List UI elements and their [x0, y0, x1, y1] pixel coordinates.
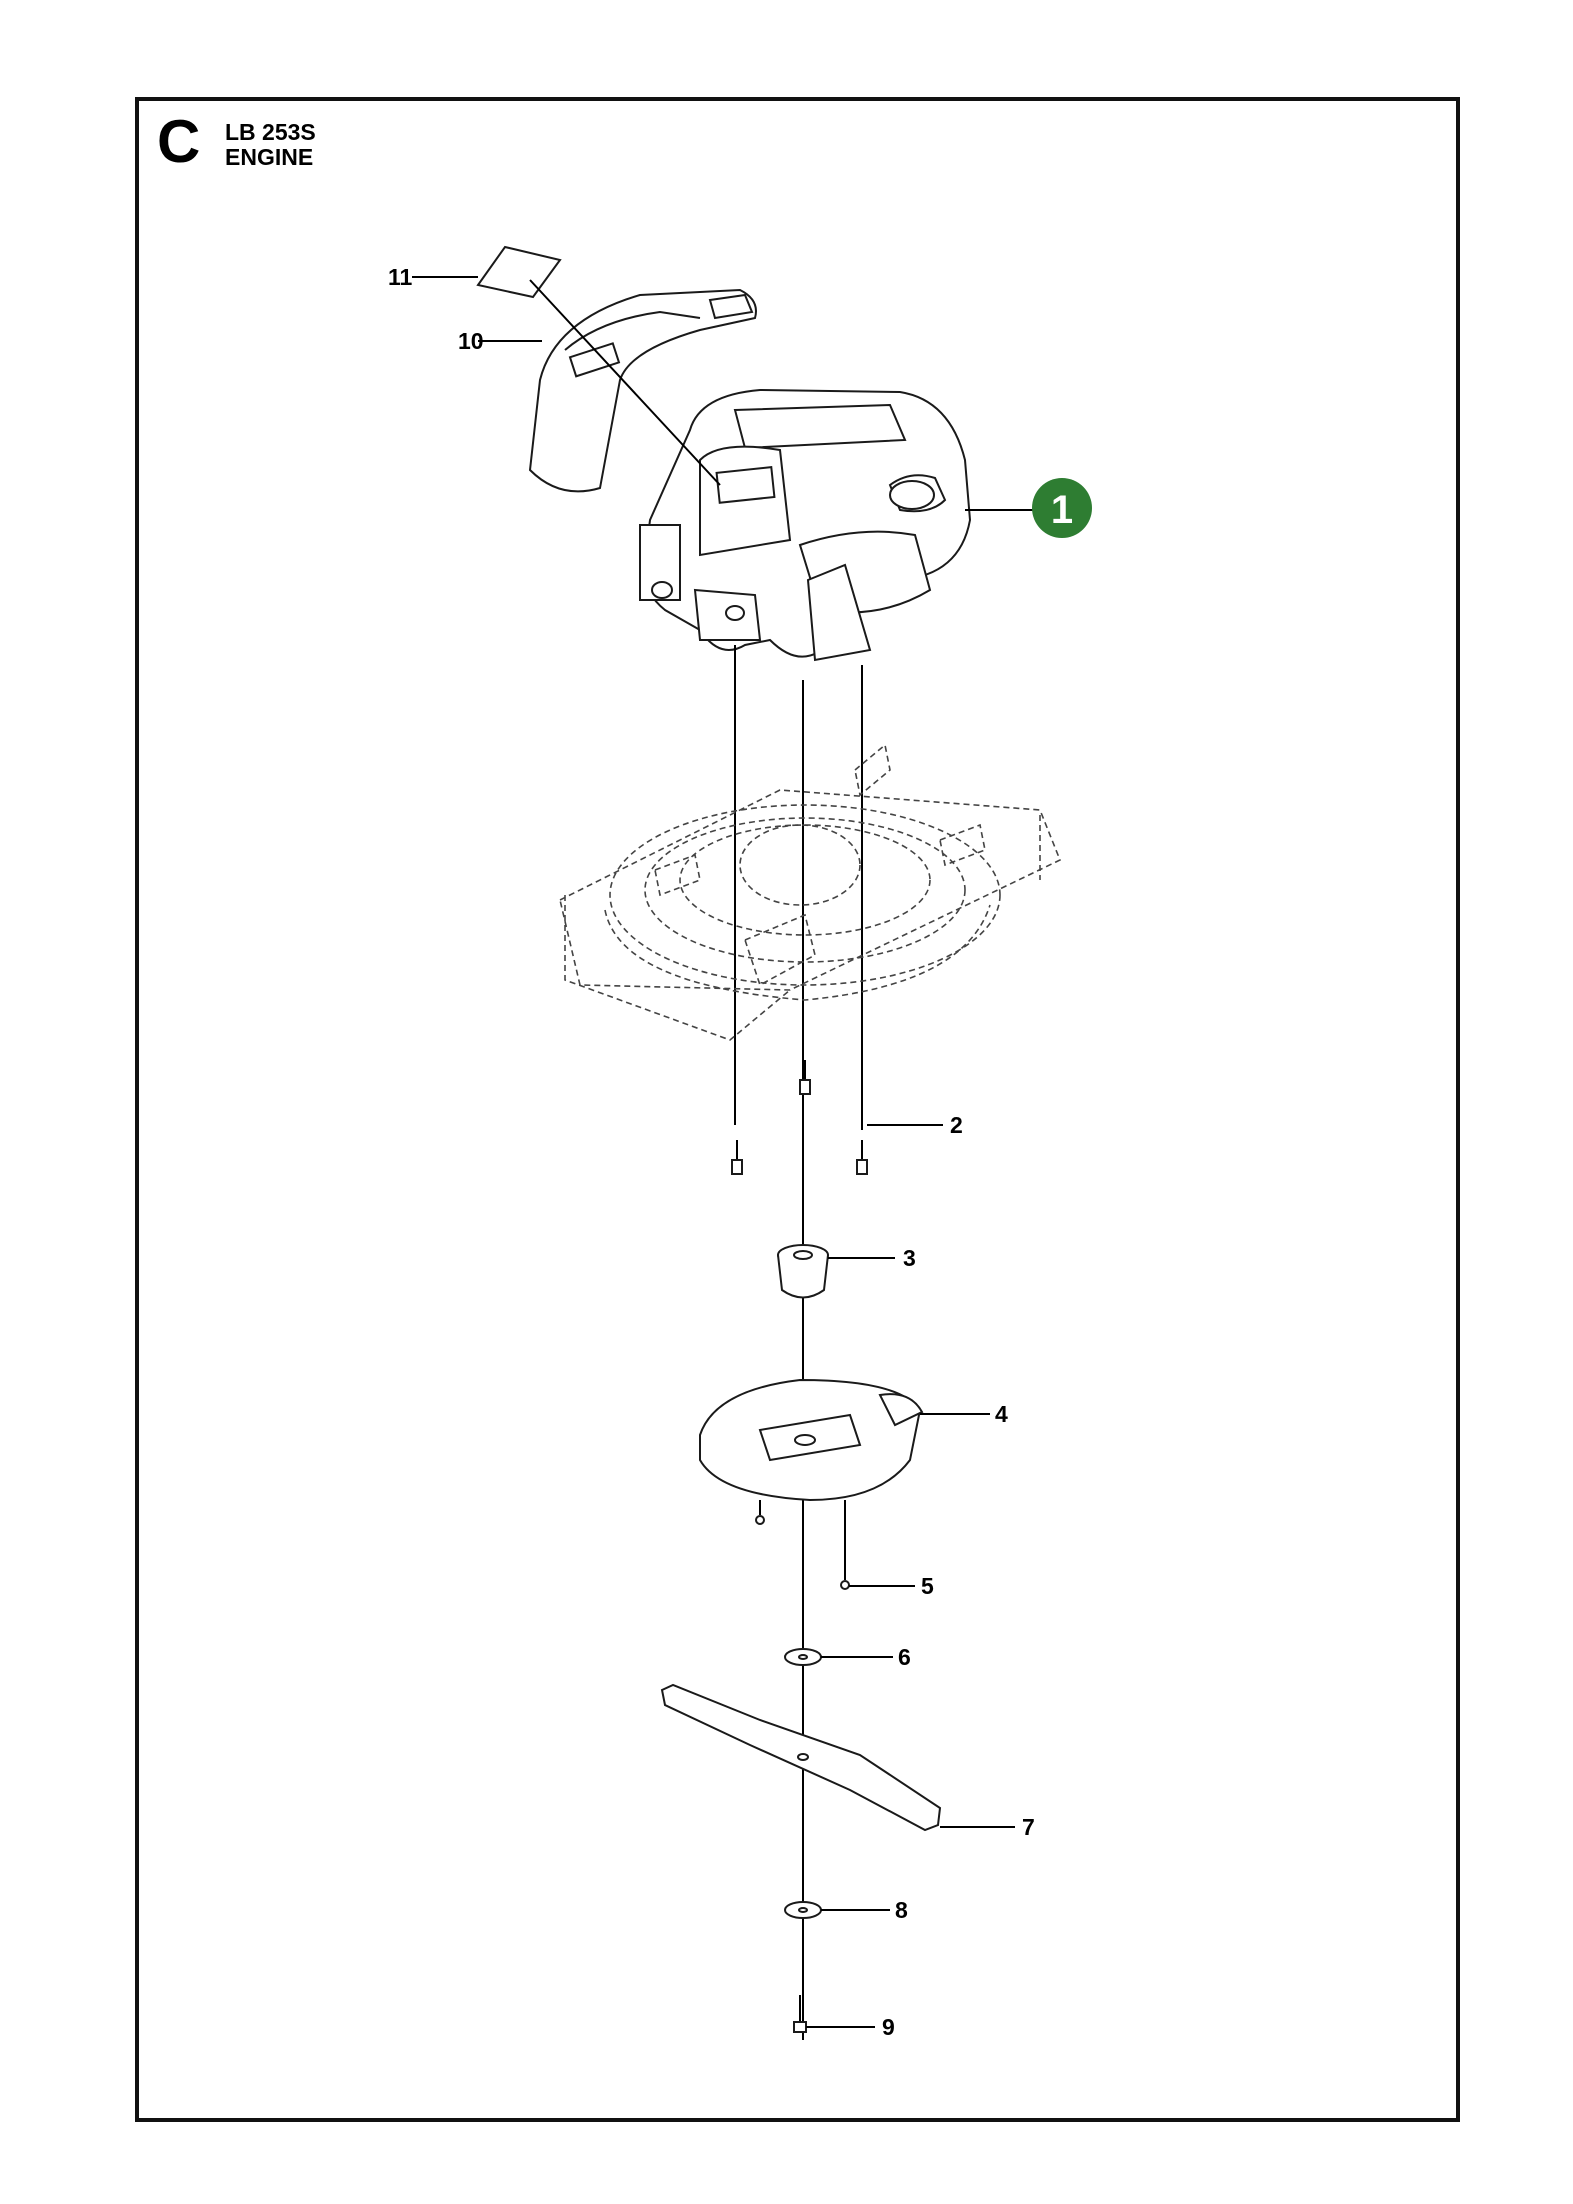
callout-6: 6 — [898, 1644, 911, 1670]
leader-11-decal — [529, 279, 721, 486]
mower-deck — [559, 743, 1062, 1041]
callout-8: 8 — [895, 1897, 908, 1923]
part-9-bolt — [793, 1995, 807, 2033]
page-frame — [135, 97, 1460, 2122]
callout-11: 11 — [388, 264, 413, 290]
model-name: LB 253S — [225, 119, 316, 145]
callout-10: 10 — [458, 328, 484, 354]
callout-2: 2 — [950, 1112, 963, 1138]
part-2-bolts — [731, 1060, 868, 1175]
callout-3: 3 — [903, 1245, 916, 1271]
part-4-guard — [699, 1378, 924, 1502]
callout-5: 5 — [921, 1573, 934, 1599]
part-7-blade — [660, 1683, 942, 1832]
section-title: ENGINE — [225, 144, 314, 170]
callout-7: 7 — [1022, 1814, 1035, 1840]
callout-1-badge — [1032, 478, 1092, 538]
callout-1: 1 — [1051, 488, 1073, 532]
callout-4: 4 — [995, 1401, 1008, 1427]
part-11-decal — [476, 245, 562, 299]
section-letter: C — [157, 108, 201, 175]
part-5-screw — [755, 1500, 850, 1590]
part-3-adapter — [777, 1244, 829, 1299]
part-1-engine — [639, 388, 972, 662]
part-8-washer — [784, 1901, 822, 1919]
callout-9: 9 — [882, 2014, 895, 2040]
part-6-washer — [784, 1648, 822, 1666]
